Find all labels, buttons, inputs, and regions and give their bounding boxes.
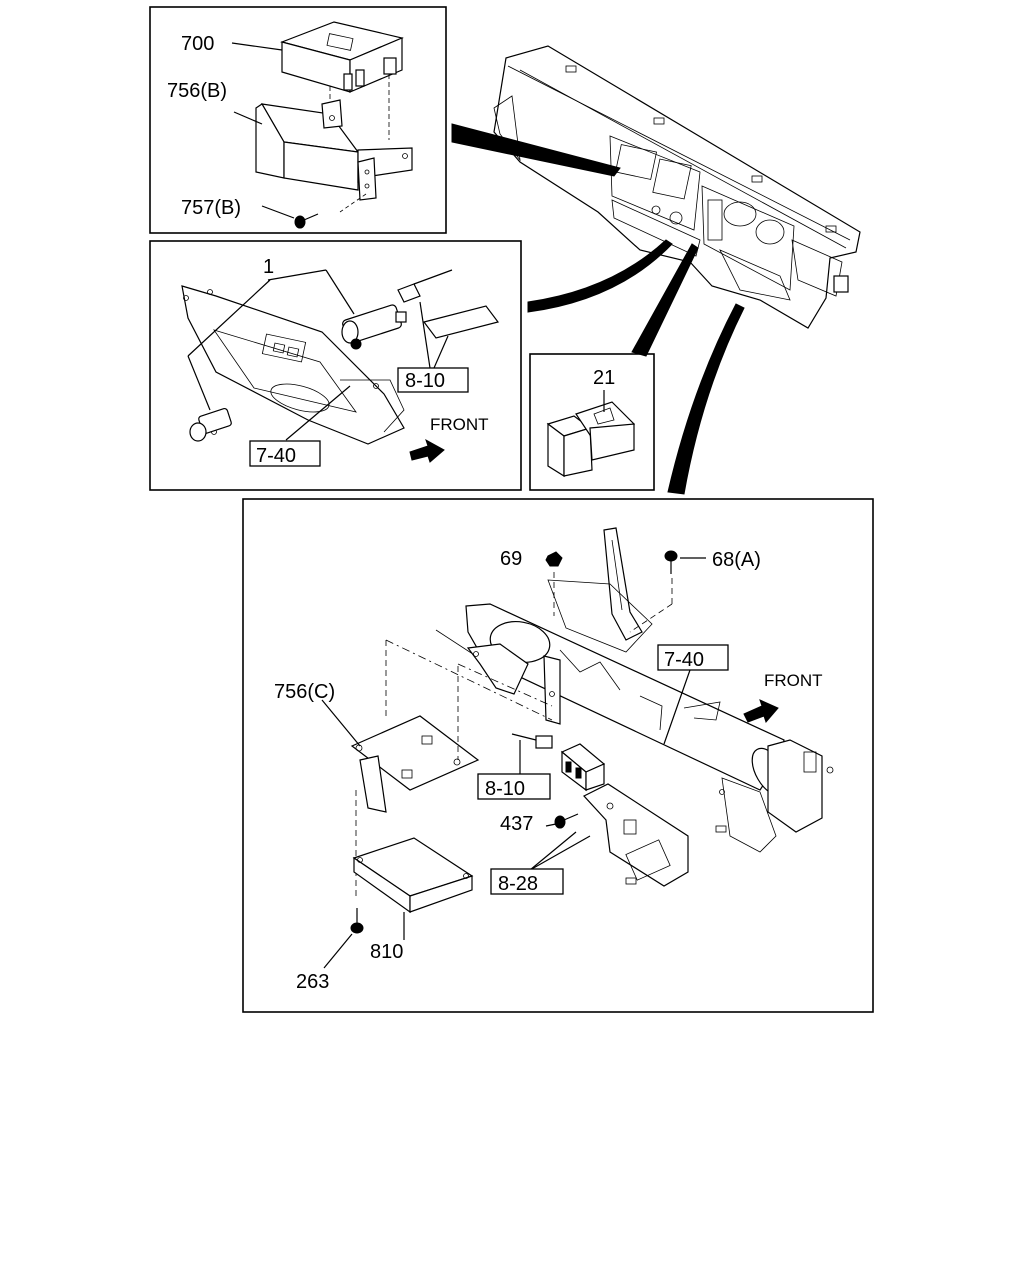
dashboard-overview [451, 45, 861, 495]
screw-437 [554, 813, 579, 829]
leader-1-b [325, 269, 355, 315]
bolt-68a [629, 550, 678, 633]
callout-810: 810 [370, 941, 403, 963]
panel-frame-small [529, 353, 655, 491]
upright-support [603, 527, 643, 641]
leader-756b [233, 111, 263, 125]
bolt-263 [350, 908, 364, 934]
leader-828-a [529, 835, 591, 871]
relay-block [560, 743, 606, 792]
bulb-socket [189, 407, 232, 442]
ref-box-740b [657, 644, 729, 671]
leader-828-b [529, 831, 577, 871]
front-label-b: FRONT [764, 671, 823, 690]
leader-437 [545, 823, 557, 827]
panel-switch-bezel: 1 8-10 7-40 FRONT [149, 240, 522, 491]
ref-810b: 8-10 [485, 778, 525, 800]
front-arrow-b [743, 699, 779, 723]
panel-crossmember: 69 68(A) 756(C) 437 263 810 7-40 8-10 8-… [242, 498, 874, 1013]
ref-740b: 7-40 [664, 649, 704, 671]
leader-740a [285, 385, 351, 441]
callout-263: 263 [296, 971, 329, 993]
leader-700 [231, 42, 283, 51]
ref-828: 8-28 [498, 873, 538, 895]
right-side-bracket [715, 739, 834, 853]
leader-263 [323, 933, 353, 969]
nut-69 [545, 551, 563, 616]
pointer-to-switch-bezel [527, 239, 673, 313]
control-unit-700 [280, 21, 404, 140]
panel-frame-bottom [242, 498, 874, 1013]
callout-69: 69 [500, 548, 522, 570]
front-arrow-a [409, 438, 445, 463]
callout-756c: 756(C) [274, 681, 335, 703]
panel-frame-top-left [149, 6, 447, 234]
panel-frame-mid-left [149, 240, 522, 491]
ref-box-810a [397, 367, 469, 393]
callout-757b: 757(B) [181, 197, 241, 219]
panel-switch-21: 21 [529, 353, 655, 491]
leader-740b [663, 669, 691, 745]
switch-1 [341, 304, 407, 350]
pointer-to-switch-21 [631, 243, 699, 357]
ref-740a: 7-40 [256, 445, 296, 467]
front-label-a: FRONT [430, 415, 489, 434]
connector-810b [511, 733, 553, 749]
ref-810a: 8-10 [405, 370, 445, 392]
callout-437: 437 [500, 813, 533, 835]
leader-1-a [187, 279, 271, 357]
leader-810a [419, 301, 431, 369]
switch-21 [546, 401, 636, 478]
harness-connector [397, 269, 500, 339]
leader-810a-b [433, 335, 449, 369]
callout-68a: 68(A) [712, 549, 761, 571]
pointer-to-crossmember [667, 303, 745, 495]
panel-control-unit: 700 756(B) 757(B) [149, 6, 447, 234]
callout-756b: 756(B) [167, 80, 227, 102]
switch-bezel [181, 285, 405, 445]
leader-756c [321, 699, 361, 747]
side-box-bracket [583, 783, 689, 887]
callout-700: 700 [181, 33, 214, 55]
ref-box-740a [249, 440, 321, 467]
callout-1: 1 [263, 256, 274, 278]
bracket-756c [350, 639, 553, 900]
screw-757b [294, 213, 319, 229]
ref-box-828 [490, 868, 564, 895]
bracket-756b [255, 99, 413, 213]
callout-21: 21 [593, 367, 615, 389]
leader-1-d [187, 355, 211, 411]
ref-box-810b [477, 773, 551, 800]
leader-1-c [267, 269, 327, 281]
left-mount-bracket [466, 643, 561, 725]
module-810 [352, 837, 474, 914]
pointer-to-control-unit [451, 123, 621, 177]
leader-757b [261, 205, 295, 219]
